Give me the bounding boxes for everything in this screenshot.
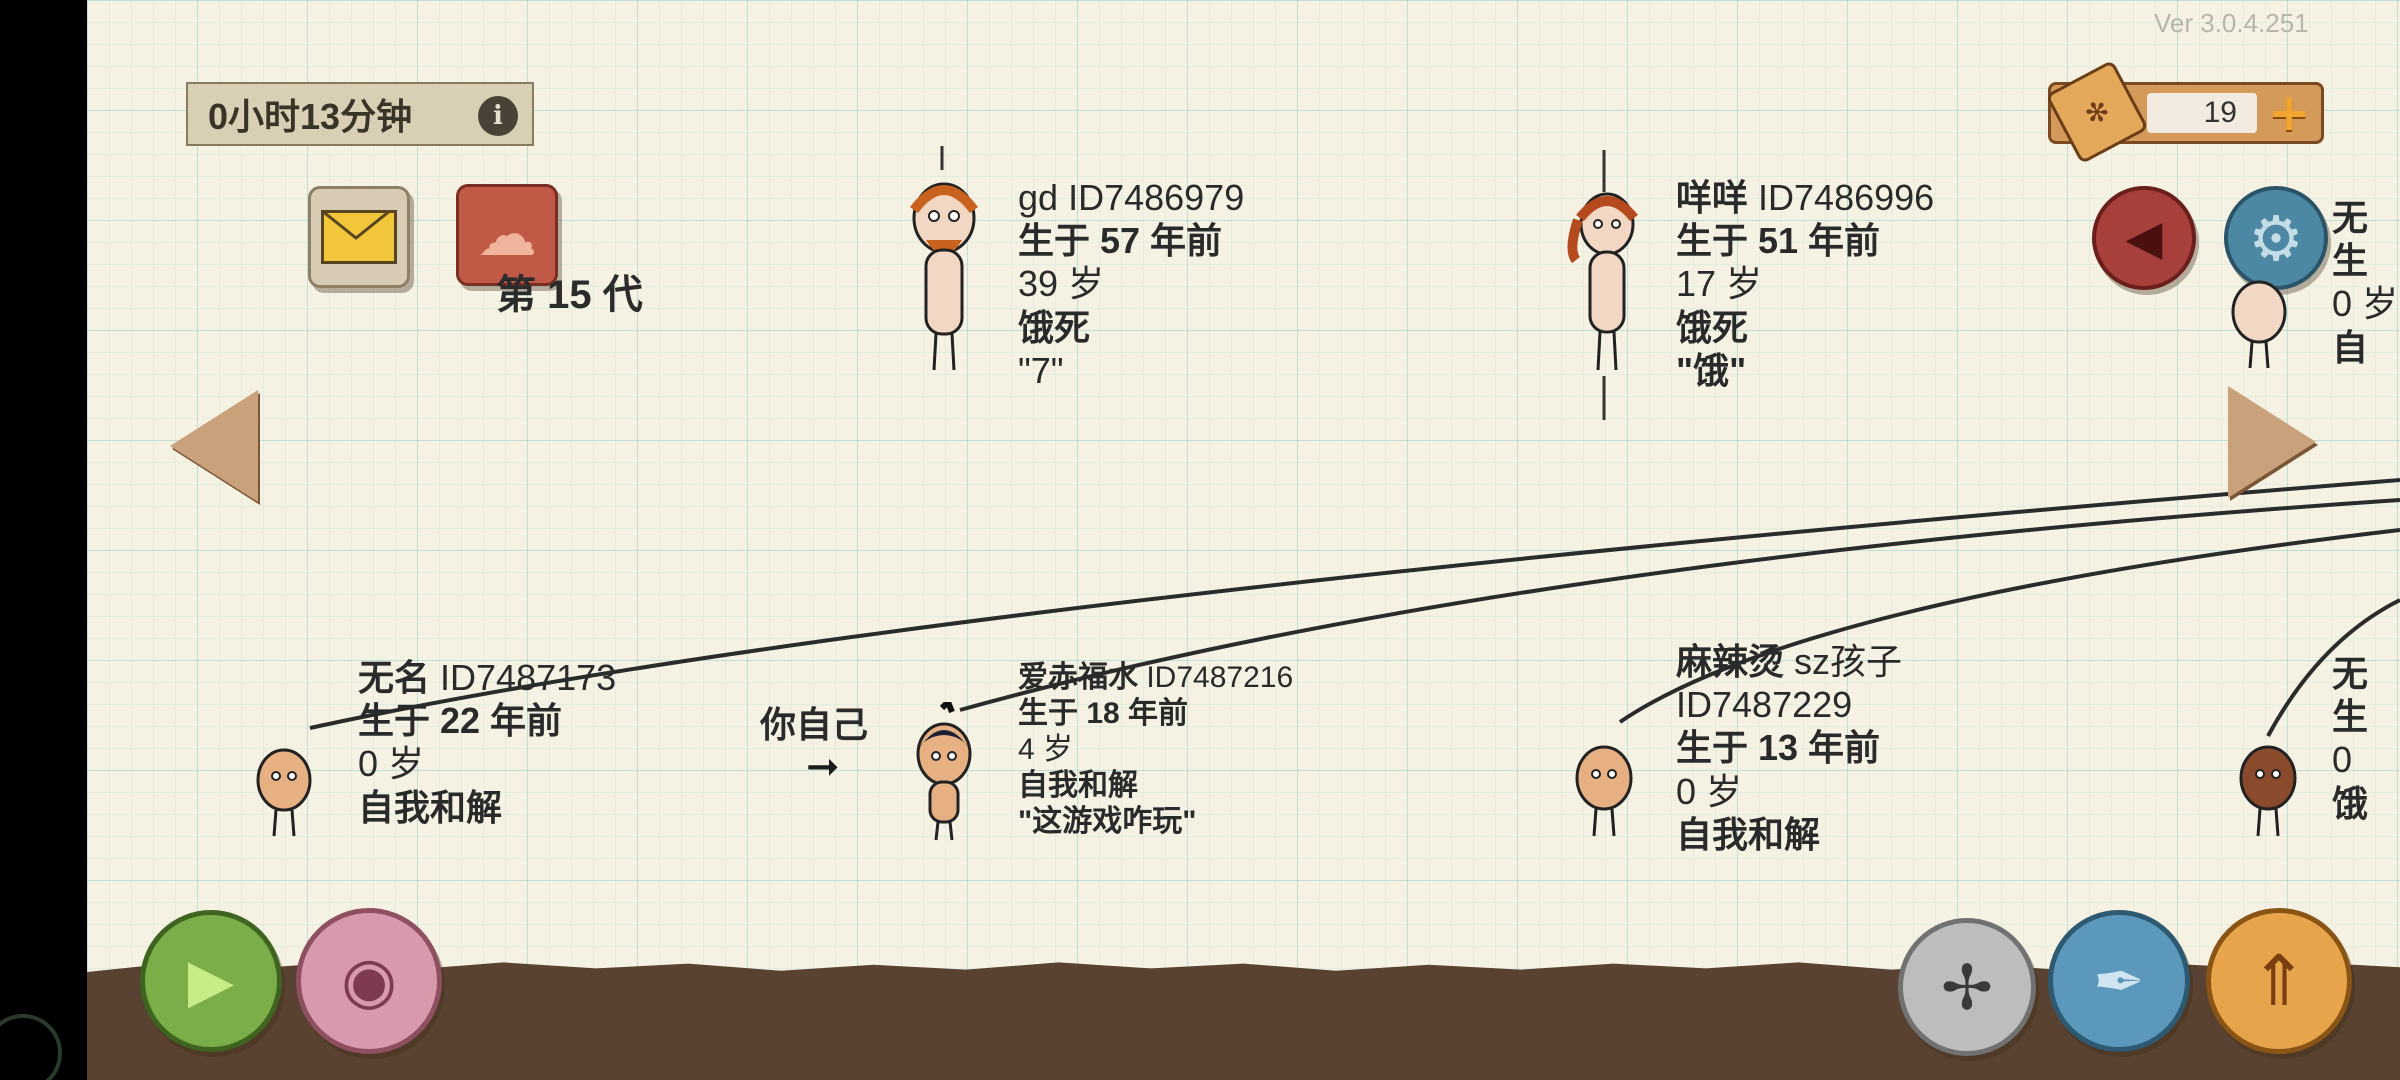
- ancestor-death: 饿死: [1018, 306, 1091, 348]
- player-character[interactable]: [904, 702, 984, 842]
- child-name-suffix: sz孩子: [1794, 641, 1903, 682]
- ancestor-name: 无: [2332, 197, 2369, 238]
- child-death: 自我和解: [358, 786, 503, 828]
- generation-label: 第 15 代: [496, 273, 643, 317]
- child-id: ID7487173: [440, 657, 617, 698]
- child-death: 自我和解: [1018, 769, 1138, 802]
- ancestor-age: 39 岁: [1018, 263, 1105, 305]
- child-name: 麻辣烫: [1676, 641, 1785, 682]
- settings-button[interactable]: ⚙: [2224, 186, 2328, 290]
- gear-icon: ⚙: [2248, 201, 2304, 275]
- ancestor-info: 无 生 0 岁 自: [2332, 196, 2400, 369]
- child-born: 生于 18 年前: [1018, 697, 1189, 730]
- ancestor-id: ID7486996: [1758, 177, 1935, 218]
- child-age: 4 岁: [1018, 733, 1074, 766]
- left-black-bar: [0, 0, 87, 1080]
- coin-counter[interactable]: ✻ 19 +: [2045, 59, 2324, 165]
- ancestor-quote: "饿": [1676, 349, 1747, 391]
- child-death: 自我和解: [1676, 813, 1821, 855]
- child-name: 无名: [358, 657, 431, 698]
- child-character[interactable]: [2228, 732, 2308, 842]
- playtime-timer[interactable]: 0小时13分钟 i: [186, 82, 534, 146]
- winged-arrow-icon: ⇑: [2249, 940, 2309, 1022]
- child-info: 无名 ID7487173 生于 22 年前 0 岁 自我和解: [358, 656, 616, 829]
- child-age: 0 岁: [358, 743, 425, 785]
- ancestor-character[interactable]: [2224, 272, 2294, 372]
- speaker-icon: ◀: [2125, 210, 2163, 266]
- ancestor-character[interactable]: [1562, 190, 1652, 380]
- ancestor-born: 生于 51 年前: [1676, 220, 1881, 262]
- ancestor-character[interactable]: [896, 170, 992, 380]
- scroll-quill-icon: ✒: [2093, 944, 2145, 1018]
- child-character[interactable]: [1564, 732, 1644, 842]
- ancestor-info: 咩咩 ID7486996 生于 51 年前 17 岁 饿死 "饿": [1676, 176, 1934, 392]
- mail-button[interactable]: [308, 186, 410, 288]
- playtime-text: 0小时13分钟: [208, 96, 413, 137]
- ancestor-info: gd ID7486979 生于 57 年前 39 岁 饿死 "7": [1018, 176, 1244, 392]
- eye-icon: ◉: [341, 944, 397, 1018]
- child-born: 生于 22 年前: [358, 700, 563, 742]
- child-info: 无 生 0 饿: [2332, 652, 2400, 825]
- ancestor-born: 生: [2332, 240, 2369, 282]
- upgrade-button[interactable]: ⇑: [2206, 908, 2352, 1054]
- child-info: 麻辣烫 sz孩子 ID7487229 生于 13 年前 0 岁 自我和解: [1676, 640, 1902, 856]
- version-label: Ver 3.0.4.251: [2154, 8, 2309, 38]
- info-icon[interactable]: i: [478, 96, 518, 136]
- child-id: ID7487229: [1676, 684, 1853, 726]
- next-arrow-button[interactable]: [2228, 386, 2316, 498]
- play-icon: ▶: [187, 946, 235, 1016]
- child-age: 0 岁: [1676, 770, 1743, 812]
- child-id: ID7487216: [1146, 661, 1294, 694]
- ancestor-name: 咩咩: [1676, 177, 1749, 218]
- cloud-upload-button[interactable]: ☁: [456, 184, 558, 286]
- child-born: 生: [2332, 696, 2369, 738]
- ancestor-death: 自: [2332, 326, 2369, 368]
- ancestor-age: 0 岁: [2332, 283, 2399, 325]
- ancestor-death: 饿死: [1676, 306, 1749, 348]
- play-button[interactable]: ▶: [140, 910, 282, 1052]
- child-born: 生于 13 年前: [1676, 727, 1881, 769]
- ancestor-born: 生于 57 年前: [1018, 220, 1223, 262]
- envelope-icon: [321, 210, 397, 264]
- coin-count: 19: [2147, 93, 2257, 133]
- you-label: 你自己: [760, 704, 869, 745]
- view-button[interactable]: ◉: [296, 908, 442, 1054]
- graph-paper-background: [87, 0, 2400, 1080]
- sound-button[interactable]: ◀: [2092, 186, 2196, 290]
- prev-arrow-button[interactable]: [170, 390, 258, 502]
- child-character[interactable]: [244, 736, 330, 840]
- child-name: 无: [2332, 653, 2369, 694]
- child-name: 爱赤福水: [1018, 661, 1138, 694]
- ancestor-name: gd: [1018, 177, 1059, 218]
- puppet-button[interactable]: ✢: [1898, 918, 2036, 1056]
- child-quote: "这游戏咋玩": [1018, 805, 1197, 838]
- child-age: 0: [2332, 739, 2353, 781]
- arrow-right-icon: ➞: [806, 744, 840, 790]
- ancestor-age: 17 岁: [1676, 263, 1763, 305]
- corner-badge-icon: [0, 1014, 62, 1080]
- child-death: 饿: [2332, 782, 2369, 824]
- puppet-icon: ✢: [1941, 950, 1993, 1024]
- child-info: 爱赤福水 ID7487216 生于 18 年前 4 岁 自我和解 "这游戏咋玩": [1018, 660, 1293, 840]
- add-coins-button[interactable]: +: [2267, 83, 2311, 143]
- ancestor-id: ID7486979: [1068, 177, 1245, 218]
- scroll-button[interactable]: ✒: [2048, 910, 2190, 1052]
- cloud-upload-icon: ☁: [477, 200, 537, 270]
- ancestor-quote: "7": [1018, 349, 1064, 391]
